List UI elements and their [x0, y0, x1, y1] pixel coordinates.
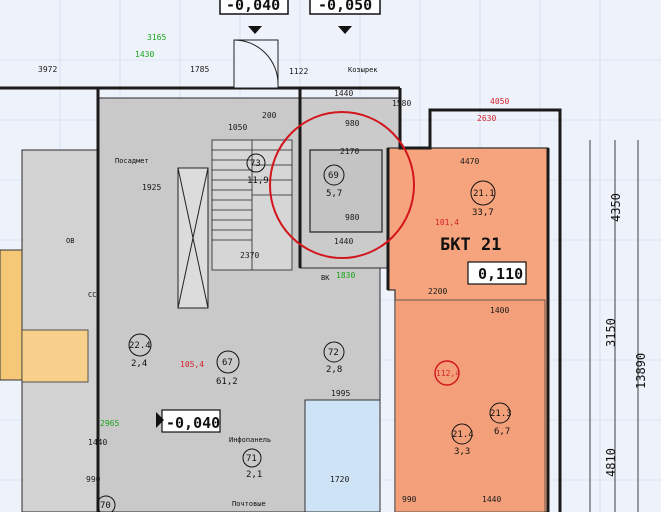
dim-top-7: 1580 — [392, 99, 411, 108]
apartment-room-circle — [470, 180, 496, 206]
room-72-id: 72 — [328, 348, 339, 358]
room-21-3-id: 21.3 — [490, 409, 512, 419]
apartment-elevation: 0,110 — [478, 265, 523, 283]
dim-right-1: 3150 — [604, 318, 618, 347]
label-ob-1: ОВ — [66, 237, 74, 245]
label-bk-1: ВК — [321, 274, 330, 282]
room-73-circle — [246, 153, 266, 173]
dim-right-2: 13890 — [634, 353, 648, 389]
room-67-area: 61,2 — [216, 377, 238, 387]
room-22-4-id: 22.4 — [129, 341, 151, 351]
dim-mid-0: 1925 — [142, 183, 161, 192]
room-72-area: 2,8 — [326, 365, 342, 375]
entrance-door — [233, 39, 279, 89]
dim-top-1: 1430 — [135, 50, 154, 59]
apartment-elevation-box — [467, 261, 527, 285]
dim-mid-14: 1720 — [330, 475, 349, 484]
room-67-circle — [216, 350, 240, 374]
dim-mid-1: 1050 — [228, 123, 247, 132]
room-22-4-area: 2,4 — [131, 359, 147, 369]
dim-right-3: 4810 — [604, 448, 618, 477]
room-69-circle — [323, 164, 345, 186]
dim-mid-6: 2370 — [240, 251, 259, 260]
red-circle-mark — [434, 360, 460, 386]
dim-mid-5: 1440 — [334, 237, 353, 246]
room-70-circle — [96, 495, 116, 512]
elevation-top-right: -0,050 — [318, 0, 372, 14]
room-21-4-area: 3,3 — [454, 447, 470, 457]
room-72-circle — [323, 341, 345, 363]
elevation-box-right — [309, 0, 381, 15]
dimensions-right: 4350 3150 13890 4810 — [589, 140, 648, 512]
apartment-room-number: 21.1 — [473, 189, 495, 199]
elevation-top-left: -0,040 — [226, 0, 280, 14]
dim-mid-11: 2965 — [100, 419, 119, 428]
apartment-title: БКТ 21 — [440, 235, 501, 255]
dim-mid-13: 990 — [86, 475, 101, 484]
room-73-id: 73 — [250, 159, 261, 169]
elevator-shaft — [177, 167, 209, 309]
room-67-id: 67 — [222, 358, 233, 368]
dim-top-4: 1122 — [289, 67, 308, 76]
room-73-area: 11,9 — [247, 176, 269, 186]
room-70-id: 70 — [100, 501, 111, 511]
label-pochtovye: Почтовые — [232, 500, 266, 508]
room-71-id: 71 — [246, 454, 257, 464]
dimensions-mid: 1925 1050 200 2170 980 1440 2370 1830 22… — [86, 111, 509, 504]
room-21-4-circle — [451, 423, 473, 445]
label-infopanel: Инфопанель — [229, 436, 271, 444]
staircase — [211, 139, 293, 271]
elevation-mid: -0,040 — [166, 414, 220, 432]
room-69-id: 69 — [328, 171, 339, 181]
dim-mid-8: 2200 — [428, 287, 447, 296]
room-71-circle — [242, 448, 262, 468]
room-21-3-circle — [489, 402, 511, 424]
blue-unit — [304, 399, 381, 512]
room-21-4-id: 21.4 — [452, 430, 474, 440]
dim-top-3: 1785 — [190, 65, 209, 74]
room-69 — [309, 149, 383, 233]
dim-mid-12: 1440 — [88, 438, 107, 447]
elevation-box-left — [219, 0, 289, 15]
room-22-4-circle — [128, 333, 152, 357]
dimensions-top: 3165 1430 3972 1785 1122 1440 980 1580 4… — [38, 33, 509, 166]
dim-mid-4: 980 — [345, 213, 360, 222]
dim-top-5: 1440 — [334, 89, 353, 98]
dim-mid-9: 1400 — [490, 306, 509, 315]
elevation-marker-right — [338, 26, 352, 34]
dim-top-9: 2630 — [477, 114, 496, 123]
dim-top-8: 4050 — [490, 97, 509, 106]
label-red-circle: 112,4 — [436, 369, 460, 378]
dim-right-0: 4350 — [609, 193, 623, 222]
room-67-red: 105,4 — [180, 360, 204, 369]
apartment-room-area: 33,7 — [472, 208, 494, 218]
dim-top-10: 4470 — [460, 157, 479, 166]
room-21-3-area: 6,7 — [494, 427, 510, 437]
dim-mid-16: 1440 — [482, 495, 501, 504]
walls — [0, 86, 562, 512]
dim-top-6: 980 — [345, 119, 360, 128]
left-unit — [0, 249, 89, 383]
room-69-area: 5,7 — [326, 189, 342, 199]
dim-mid-15: 990 — [402, 495, 417, 504]
label-kozyrek: Козырек — [348, 66, 378, 74]
apartment-red-area: 101,4 — [435, 218, 459, 227]
dim-top-2: 3972 — [38, 65, 57, 74]
dim-mid-7: 1830 — [336, 271, 355, 280]
elevation-marker-mid — [156, 412, 164, 428]
red-highlight-circle — [269, 111, 415, 259]
dim-mid-2: 200 — [262, 111, 277, 120]
dim-mid-10: 1995 — [331, 389, 350, 398]
dim-mid-3: 2170 — [340, 147, 359, 156]
elevation-marker-left — [248, 26, 262, 34]
label-posadka: Посадмет — [115, 157, 149, 165]
room-71-area: 2,1 — [246, 470, 262, 480]
label-ss: СС — [88, 291, 96, 299]
dim-top-0: 3165 — [147, 33, 166, 42]
